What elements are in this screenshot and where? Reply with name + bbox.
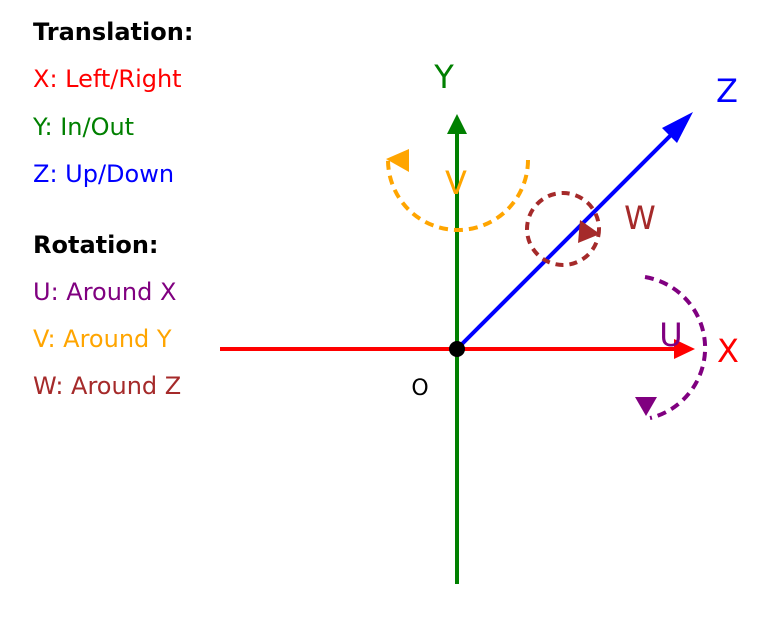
w-rotation-arc — [525, 191, 601, 267]
v-rotation-arc — [386, 149, 530, 232]
legend-v-rotation: V: Around Y — [33, 325, 172, 353]
u-rotation-arrowhead — [635, 397, 657, 416]
w-rotation-label: W — [624, 199, 656, 237]
z-axis-arrowhead — [662, 112, 693, 143]
y-axis-label: Y — [433, 58, 454, 96]
legend-u-rotation: U: Around X — [33, 278, 177, 306]
legend-y-translation: Y: In/Out — [33, 113, 135, 141]
legend-x-translation: X: Left/Right — [33, 65, 182, 93]
v-rotation-arrowhead — [386, 149, 409, 172]
x-axis — [220, 339, 695, 359]
translation-heading: Translation: — [33, 18, 194, 46]
v-rotation-label: V — [445, 164, 467, 202]
legend-w-rotation: W: Around Z — [33, 372, 182, 400]
w-rotation-arrowhead — [578, 220, 600, 243]
legend-z-translation: Z: Up/Down — [33, 160, 175, 188]
rotation-heading: Rotation: — [33, 231, 159, 259]
y-axis-arrowhead — [447, 114, 467, 134]
z-axis-label: Z — [716, 72, 738, 110]
u-rotation-label: U — [659, 316, 682, 354]
y-axis — [447, 114, 467, 584]
z-axis — [455, 112, 693, 351]
origin-point — [449, 341, 465, 357]
origin-label: O — [411, 376, 428, 401]
x-axis-label: X — [717, 332, 739, 370]
x-axis-arrowhead — [674, 339, 695, 359]
u-rotation-arc — [635, 275, 708, 420]
